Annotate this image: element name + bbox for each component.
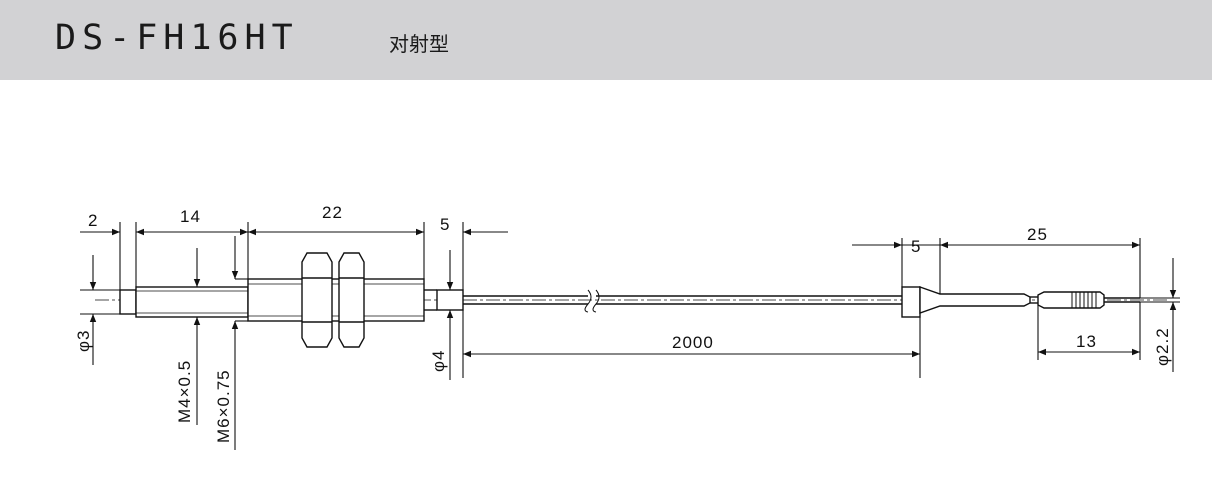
dim-22: 22 [322, 203, 343, 222]
dim-5-right: 5 [911, 237, 921, 256]
dim-5-left: 5 [440, 215, 450, 234]
dim-phi3: φ3 [74, 330, 93, 352]
dim-phi2-2: φ2.2 [1153, 327, 1172, 366]
dim-14: 14 [180, 207, 201, 226]
dim-2: 2 [88, 211, 98, 230]
m6-thread-body [247, 278, 425, 322]
thread-m4: M4×0.5 [175, 360, 194, 423]
hex-nut-1 [301, 252, 333, 348]
end-ferrule [1037, 291, 1105, 309]
dim-25: 25 [1027, 225, 1048, 244]
sensor-tip [119, 289, 137, 315]
connector-block [901, 286, 921, 318]
dim-phi4: φ4 [429, 350, 448, 372]
cable-break [584, 289, 592, 313]
sensor-type: 对射型 [389, 32, 449, 56]
sleeve [436, 289, 464, 311]
m4-thread-section [135, 286, 249, 318]
dim-2000: 2000 [672, 333, 714, 352]
title-bar: DS-FH16HT 对射型 [0, 0, 1212, 80]
thread-m6: M6×0.75 [214, 369, 233, 443]
hex-nut-2 [338, 252, 365, 348]
model-name: DS-FH16HT [55, 18, 299, 58]
dim-13: 13 [1076, 332, 1097, 351]
